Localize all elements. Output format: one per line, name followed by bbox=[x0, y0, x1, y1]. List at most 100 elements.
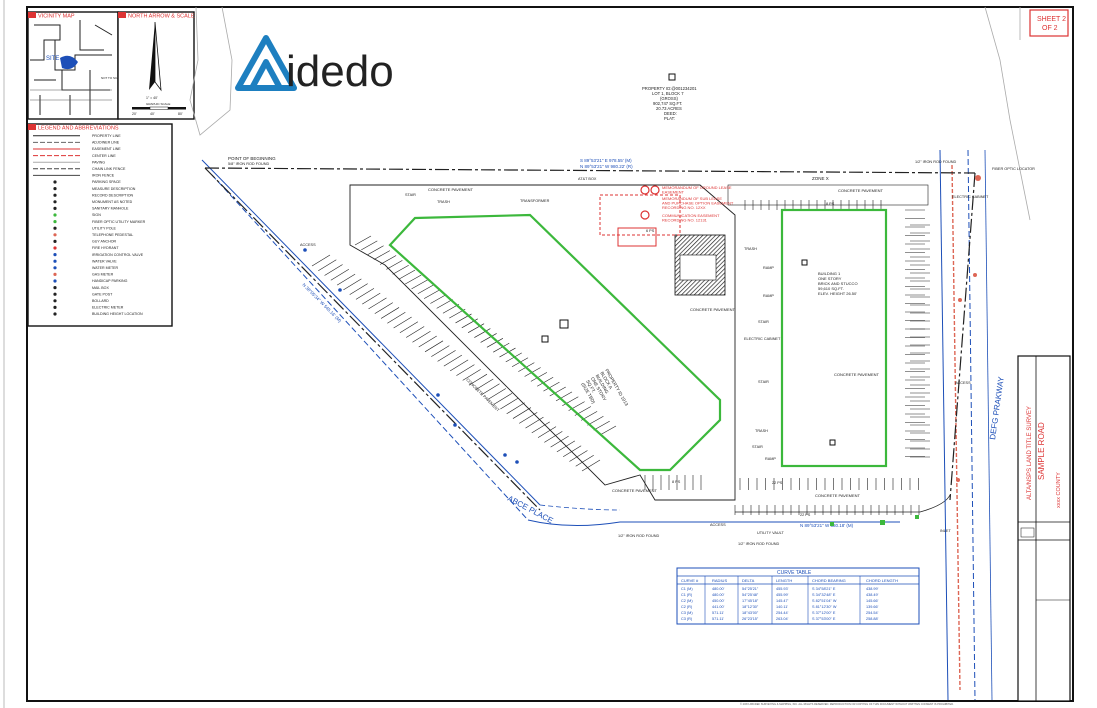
legend-symbol-icon bbox=[53, 213, 57, 217]
legend-item: WATER VALVE bbox=[53, 259, 117, 263]
north-arrow-title: NORTH ARROW & SCALE bbox=[128, 14, 195, 20]
legend-item: SIGN bbox=[53, 213, 101, 217]
bearing-bottom: N 89°53'21" W 580.18' (M) bbox=[800, 523, 854, 528]
stall-line bbox=[367, 245, 384, 256]
scale-tick: 20' bbox=[132, 112, 137, 116]
ps-count: 8 PS bbox=[672, 480, 681, 484]
legend-symbol-icon bbox=[53, 193, 57, 197]
legend-label: HANDICAP PARKING bbox=[92, 279, 128, 283]
legend-symbol-icon bbox=[53, 246, 57, 250]
legend-item: UTILITY POLE bbox=[53, 226, 117, 230]
stall-line bbox=[550, 435, 569, 448]
bldg-e-line: BRICK AND STUCCO bbox=[818, 281, 858, 286]
legend-item: WATER METER bbox=[53, 266, 119, 270]
curve-table-cell: 18°12'30" bbox=[742, 605, 759, 609]
legend-label: SIGN bbox=[92, 213, 101, 217]
legend-item: GAS METER bbox=[53, 273, 114, 277]
scale-tick: 40' bbox=[150, 112, 155, 116]
curve-table-cell: S 34°32'48" E bbox=[812, 593, 836, 597]
legend-item: FIBER OPTIC UTILITY MARKER bbox=[53, 220, 146, 224]
curve-table-cell: 140.11' bbox=[776, 605, 788, 609]
curve-table-cell: 54°25'21" bbox=[742, 587, 759, 591]
stall-line bbox=[462, 369, 481, 381]
stall-line bbox=[336, 273, 356, 286]
stall-line bbox=[354, 235, 372, 246]
stair-label: STAIR bbox=[405, 193, 416, 197]
stall-line bbox=[387, 311, 406, 324]
curve-table-cell: C3 (M) bbox=[681, 611, 693, 615]
curve-table-title: CURVE TABLE bbox=[777, 570, 812, 576]
svg-text:COMMUNICATION EASEMENT R: COMMUNICATION EASEMENT RECORDING NO. 121… bbox=[662, 213, 721, 223]
stall-line bbox=[437, 350, 456, 362]
curve-table-cell: 438.99' bbox=[866, 587, 879, 591]
legend-symbol-icon bbox=[53, 266, 57, 270]
stall-line bbox=[392, 264, 409, 275]
scale-text: 1" = 40' bbox=[146, 96, 158, 100]
utility-symbols bbox=[303, 175, 981, 526]
legend-symbol-icon bbox=[53, 259, 57, 263]
vicinity-map-title: VICINITY MAP bbox=[38, 14, 75, 20]
stall-line bbox=[506, 402, 525, 415]
curve-table-header: LENGTH bbox=[776, 578, 792, 583]
trash-label: TRASH bbox=[744, 247, 757, 251]
stall-line bbox=[543, 381, 560, 392]
bearing-top2: N 89°53'21" W 980.22' (R) bbox=[580, 164, 633, 169]
stall-line bbox=[537, 377, 554, 387]
legend-item: IRON FENCE bbox=[33, 174, 115, 178]
curve-table-header: RADIUS bbox=[712, 578, 727, 583]
legend-label: UTILITY POLE bbox=[92, 226, 117, 230]
curve-table-cell: 17°45'18" bbox=[742, 599, 759, 603]
bldg-e-line: ONE STORY bbox=[818, 276, 842, 281]
comm-line: RECORDING NO. 12131 bbox=[662, 218, 708, 223]
rod-found-ne: 1/2" IRON ROD FOUND bbox=[915, 160, 956, 164]
property-info: PROPERTY ID:@001234201 LOT 1, BLOCK 7 (G… bbox=[642, 73, 697, 121]
stall-line bbox=[399, 321, 419, 334]
legend-item: GUY ANCHOR bbox=[53, 240, 117, 244]
stall-line bbox=[418, 335, 437, 348]
stall-line bbox=[398, 269, 416, 280]
pavement-label: CONCRETE PAVEMENT bbox=[428, 187, 474, 192]
legend-label: ADJOINER LINE bbox=[92, 141, 120, 145]
curve-table-cell: 254.54' bbox=[866, 611, 879, 615]
memo2-line: MEMORANDUM OF SUB LEASE bbox=[662, 196, 722, 201]
stall-line bbox=[412, 331, 431, 343]
legend-item: SANITARY MANHOLE bbox=[53, 207, 129, 211]
stall-line bbox=[599, 425, 617, 436]
curve-table-header: CHORD BEARING bbox=[812, 578, 846, 583]
access-label: ACCESS bbox=[300, 243, 316, 247]
stall-line bbox=[368, 297, 387, 310]
stall-line bbox=[406, 326, 425, 338]
curve-table-cell: 18°43'00" bbox=[742, 611, 759, 615]
legend-label: MAIL BOX bbox=[92, 286, 109, 290]
stall-line bbox=[544, 431, 563, 443]
legend-label: IRRIGATION CONTROL VALVE bbox=[92, 253, 144, 257]
stall-line bbox=[519, 412, 538, 424]
stall-line bbox=[456, 364, 475, 376]
bldg-e-line: 59,610 SQ.FT. bbox=[818, 286, 844, 291]
legend-item: CHAIN LINK FENCE bbox=[33, 167, 126, 171]
legend-label: PAVING bbox=[92, 160, 105, 164]
county-title: xxxx COUNTY bbox=[1056, 472, 1062, 508]
curve-table-cell: C1 (R) bbox=[681, 593, 693, 597]
utility-vault-label: UTILITY VAULT bbox=[757, 531, 784, 535]
scale-tick: 80' bbox=[178, 112, 183, 116]
stall-line bbox=[311, 254, 331, 267]
legend-label: CHAIN LINK FENCE bbox=[92, 167, 126, 171]
stall-line bbox=[411, 279, 428, 290]
legend-symbol-icon bbox=[53, 233, 57, 237]
ps-count: 22 PS bbox=[772, 481, 783, 485]
legend-item: CENTER LINE bbox=[33, 154, 116, 158]
site-annotations: AT&T BOX TRANSFORMER TRASH TRASH TRASH R… bbox=[300, 167, 1035, 535]
rod-found-s: 1/2" IRON ROD FOUND bbox=[618, 534, 659, 538]
legend-label: PARKING SPACE bbox=[92, 180, 121, 184]
curve-table-cell: 258.88' bbox=[866, 617, 879, 621]
sheet-border bbox=[26, 6, 1074, 702]
curve-table-cell: 480.00' bbox=[712, 593, 725, 597]
legend-label: FIBER OPTIC UTILITY MARKER bbox=[92, 220, 146, 224]
electric-cabinet-label: ELECTRIC CABINET bbox=[952, 195, 989, 199]
curve-table-cell: 455.99' bbox=[776, 593, 789, 597]
legend-item: MAIL BOX bbox=[53, 286, 109, 290]
pavement-label: CONCRETE PAVEMENT bbox=[838, 188, 884, 193]
curve-table-cell: S 81°12'30" W bbox=[812, 605, 837, 609]
